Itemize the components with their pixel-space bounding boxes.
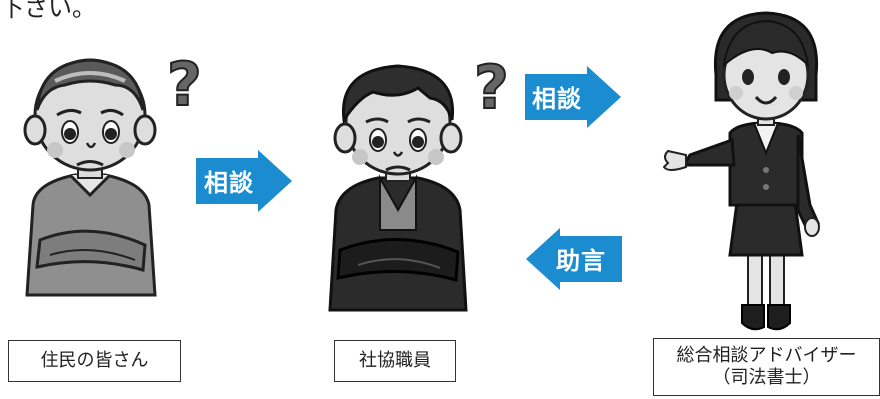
- consult-arrow-1-label: 相談: [204, 169, 254, 197]
- advice-arrow-label: 助言: [556, 247, 606, 275]
- staff-label-text: 社協職員: [359, 349, 431, 371]
- advisor-label-line2: （司法書士）: [712, 367, 821, 388]
- resident-label-text: 住民の皆さん: [40, 349, 149, 371]
- advice-arrow: [526, 228, 622, 290]
- consult-arrow-1: [196, 150, 292, 212]
- resident-label: 住民の皆さん: [8, 340, 181, 382]
- question-mark-1: ?: [166, 50, 203, 120]
- consult-arrow-2: [525, 66, 621, 128]
- resident-figure: [23, 58, 157, 297]
- advisor-label: 総合相談アドバイザー （司法書士）: [653, 338, 880, 396]
- advisor-figure: [662, 11, 821, 331]
- staff-label: 社協職員: [334, 340, 456, 382]
- consult-arrow-2-label: 相談: [532, 85, 582, 113]
- question-mark-2: ?: [473, 53, 510, 123]
- advisor-label-line1: 総合相談アドバイザー: [676, 344, 857, 366]
- staff-figure: [328, 64, 468, 312]
- header-text: 下さい。: [0, 0, 96, 22]
